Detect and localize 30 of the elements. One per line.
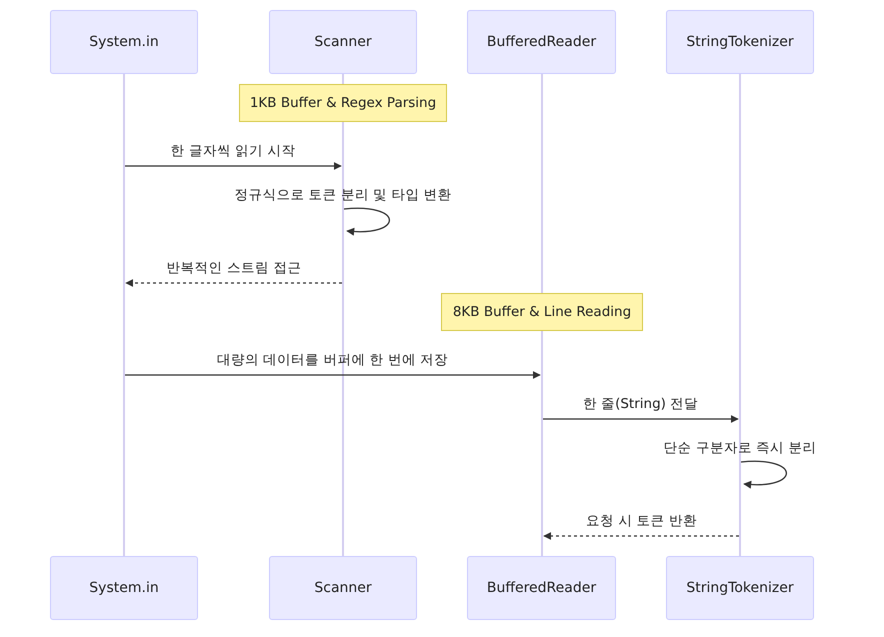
- edge-label: 한 글자씩 읽기 시작: [170, 142, 296, 160]
- lifeline: [342, 122, 344, 556]
- participant-box: StringTokenizer: [666, 556, 814, 620]
- lifeline: [541, 74, 543, 293]
- message-arrow: [344, 208, 390, 236]
- message-arrow: [125, 279, 342, 287]
- participant-box: StringTokenizer: [666, 10, 814, 74]
- lifeline: [541, 331, 543, 556]
- participant-box: System.in: [50, 556, 198, 620]
- note-box: 8KB Buffer & Line Reading: [441, 293, 643, 331]
- message-arrow: [125, 162, 342, 170]
- note-box: 1KB Buffer & Regex Parsing: [239, 84, 447, 122]
- participant-box: Scanner: [269, 556, 417, 620]
- message-arrow: [543, 532, 739, 540]
- message-arrow: [740, 460, 787, 488]
- edge-label: 대량의 데이터를 버퍼에 한 번에 저장: [216, 351, 448, 369]
- lifeline: [739, 74, 741, 556]
- lifeline: [342, 74, 344, 84]
- edge-label: 한 줄(String) 전달: [582, 395, 698, 413]
- message-arrow: [125, 371, 541, 379]
- edge-label: 반복적인 스트림 접근: [166, 259, 302, 277]
- edge-label: 단순 구분자로 즉시 분리: [664, 439, 816, 457]
- lifeline: [123, 74, 125, 556]
- participant-box: BufferedReader: [467, 10, 616, 74]
- edge-label: 요청 시 토큰 반환: [586, 512, 697, 530]
- participant-box: BufferedReader: [467, 556, 616, 620]
- participant-box: Scanner: [269, 10, 417, 74]
- participant-box: System.in: [50, 10, 198, 74]
- edge-label: 정규식으로 토큰 분리 및 타입 변환: [234, 186, 452, 204]
- message-arrow: [543, 415, 739, 423]
